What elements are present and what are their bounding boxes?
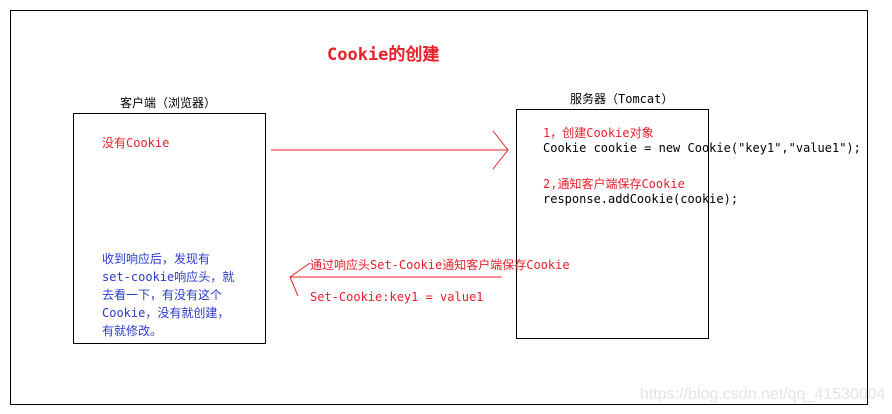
server-code1: Cookie cookie = new Cookie("key1","value… xyxy=(543,141,861,155)
server-label: 服务器（Tomcat） xyxy=(570,92,674,106)
note-line: set-cookie响应头，就 xyxy=(102,270,235,284)
note-line: 收到响应后，发现有 xyxy=(102,252,211,266)
request-arrow xyxy=(271,130,509,170)
note-line: 有就修改。 xyxy=(102,324,163,338)
server-code2: response.addCookie(cookie); xyxy=(543,192,739,206)
diagram-title: Cookie的创建 xyxy=(327,45,440,65)
client-note: 收到响应后，发现有 set-cookie响应头，就 去看一下，有没有这个 Coo… xyxy=(102,250,234,340)
server-step2: 2,通知客户端保存Cookie xyxy=(543,177,685,191)
client-label: 客户端（浏览器） xyxy=(120,96,217,110)
client-box xyxy=(73,113,266,344)
server-box xyxy=(516,109,709,339)
response-header: Set-Cookie:key1 = value1 xyxy=(310,290,484,304)
client-no-cookie: 没有Cookie xyxy=(102,136,170,150)
note-line: 去看一下，有没有这个 xyxy=(102,288,223,302)
response-label: 通过响应头Set-Cookie通知客户端保存Cookie xyxy=(310,258,570,272)
server-step1: 1，创建Cookie对象 xyxy=(543,126,654,140)
outer-frame xyxy=(10,10,868,405)
response-arrow xyxy=(289,262,502,297)
note-line: Cookie，没有就创建， xyxy=(102,306,230,320)
watermark: https://blog.csdn.net/qq_41530004 xyxy=(640,386,886,403)
